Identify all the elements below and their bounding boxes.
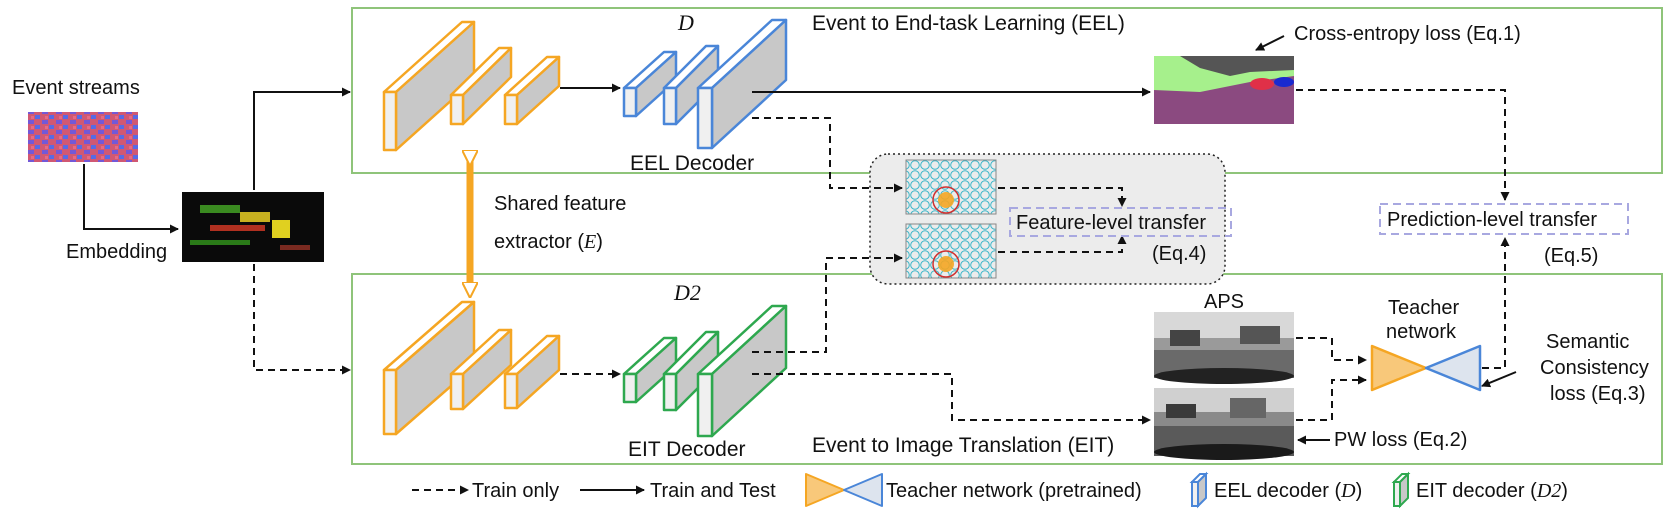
legend: Train only Train and Test Teacher networ… [412, 471, 1568, 509]
cross-entropy-pointer [1255, 35, 1285, 51]
legend-eel-decoder: EEL decoder (D) [1214, 480, 1362, 502]
teacher-label-1: Teacher [1388, 297, 1459, 319]
teacher-to-prediction-arrow [1482, 237, 1510, 369]
eit-encoder [382, 300, 561, 436]
legend-eel-sym: D [1340, 480, 1356, 502]
event-stream-image [28, 112, 138, 162]
segmentation-map [1154, 56, 1294, 124]
legend-eit-sym: D2 [1536, 480, 1561, 502]
eit-decoder-blocks [622, 304, 788, 438]
translated-to-teacher-arrow [1296, 375, 1367, 421]
feature-transfer-label: Feature-level transfer [1016, 212, 1206, 234]
eel-encoder [382, 20, 561, 152]
eit-title: Event to Image Translation (EIT) [812, 434, 1114, 457]
teacher-network-shape [1370, 344, 1482, 392]
feature-bottom-to-transfer-arrow [998, 235, 1127, 253]
shared-label-2a: extractor ( [494, 231, 584, 253]
semantic-pointer [1481, 371, 1517, 388]
feature-top-to-transfer-arrow [998, 187, 1127, 207]
embedding-to-eel-arrow [253, 87, 351, 190]
shared-label-close: ) [596, 231, 603, 253]
legend-eit-close: ) [1561, 480, 1568, 502]
aps-label: APS [1204, 291, 1244, 313]
legend-eit-decoder: EIT decoder (D2) [1416, 480, 1568, 502]
shared-label-1: Shared feature [494, 193, 626, 215]
eit-dec-to-feature-arrow [752, 253, 903, 353]
embedding-to-eit-arrow [253, 264, 351, 375]
prediction-transfer-label: Prediction-level transfer [1387, 209, 1597, 231]
feature-transfer-box [1009, 207, 1232, 237]
semantic-label-1: Semantic [1546, 331, 1629, 353]
prediction-transfer-box [1379, 203, 1629, 235]
legend-eel-text: EEL decoder ( [1214, 480, 1341, 502]
embedding-texture [190, 205, 310, 250]
semantic-label-3: loss (Eq.3) [1550, 383, 1646, 405]
aps-to-teacher-arrow [1296, 337, 1367, 365]
legend-teacher-icon [805, 473, 883, 507]
stream-to-embedding-arrow [83, 164, 179, 234]
eit-dec-to-translated-arrow [752, 373, 1151, 425]
eel-title: Event to End-task Learning (EEL) [812, 12, 1125, 35]
translated-image [1154, 388, 1294, 460]
shared-label-E: E [583, 231, 596, 253]
cross-entropy-label: Cross-entropy loss (Eq.1) [1294, 23, 1521, 45]
aps-image [1154, 312, 1294, 384]
d-symbol: D [677, 10, 694, 35]
d2-symbol: D2 [673, 280, 701, 305]
event-streams-label: Event streams [12, 77, 140, 99]
embedding-label: Embedding [66, 241, 167, 263]
eit-decoder-label: EIT Decoder [628, 438, 746, 461]
teacher-label-2: network [1386, 321, 1457, 343]
legend-eit-text: EIT decoder ( [1416, 480, 1537, 502]
legend-eel-close: ) [1356, 480, 1363, 502]
semantic-label-2: Consistency [1540, 357, 1649, 379]
feature-highlight-top [932, 186, 960, 214]
eq5-label: (Eq.5) [1544, 245, 1598, 267]
legend-eit-decoder-icon [1391, 471, 1411, 509]
feature-highlight-bottom [932, 250, 960, 278]
eel-dec-to-feature-arrow [752, 117, 903, 193]
eel-decoder-blocks [622, 18, 788, 150]
pw-loss-label: PW loss (Eq.2) [1334, 429, 1467, 451]
eel-decoder-label: EEL Decoder [630, 152, 754, 175]
seg-to-prediction-arrow [1296, 89, 1510, 201]
legend-eel-decoder-icon [1189, 471, 1209, 509]
legend-train-test: Train and Test [650, 480, 776, 502]
legend-train-only: Train only [472, 480, 559, 502]
eq4-label: (Eq.4) [1152, 243, 1206, 265]
legend-teacher: Teacher network (pretrained) [886, 480, 1142, 502]
shared-label-2: extractor (E) [494, 231, 603, 253]
